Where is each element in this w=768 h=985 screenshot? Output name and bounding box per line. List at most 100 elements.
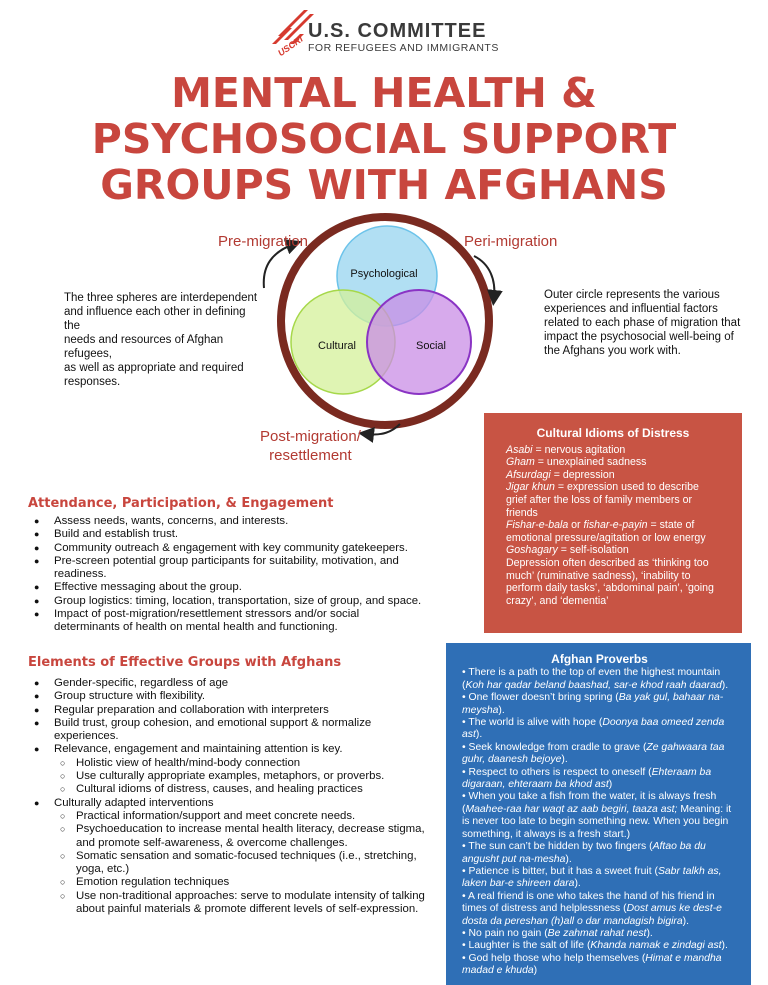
sub-list-item: Practical information/support and meet c… <box>54 810 428 824</box>
proverb-text: The world is alive with hope ( <box>468 717 603 729</box>
sub-list-item: Use non-traditional approaches: serve to… <box>54 890 428 917</box>
proverb-entry: • God help those who help themselves (Hi… <box>462 952 722 977</box>
sub-list-item: Cultural idioms of distress, causes, and… <box>54 783 428 797</box>
proverb-text: No pain no gain ( <box>468 927 548 939</box>
flag-stripes-icon <box>272 10 314 44</box>
idiom-entry: Fishar-e-bala or fishar-e-payin = state … <box>506 519 720 544</box>
outer-desc-line: experiences and influential factors <box>544 303 718 315</box>
list-item: Gender-specific, regardless of age <box>28 677 428 691</box>
proverb-text: When you take a fish from the water, it … <box>462 791 717 815</box>
proverbs-title: Afghan Proverbs <box>551 652 648 666</box>
peri-migration-arrow-icon <box>473 255 503 306</box>
list-item: Group structure with flexibility. <box>28 690 428 704</box>
proverb-entry: • There is a path to the top of even the… <box>462 667 729 691</box>
idiom-term: Fishar-e-bala <box>506 519 569 532</box>
idiom-entry: Afsurdagi = depression <box>506 469 720 482</box>
proverb-entry: • The sun can’t be hidden by two fingers… <box>462 841 706 865</box>
proverb-entry: • When you take a fish from the water, i… <box>462 791 732 840</box>
proverb-dari: Ba yak gul, bahaar na-meysha <box>462 692 724 716</box>
pre-migration-arrow-icon <box>262 239 302 289</box>
pre-migration-label: Pre-migration <box>218 233 309 250</box>
proverb-close: ) <box>608 779 613 791</box>
list-item: Culturally adapted interventions Practic… <box>28 797 428 917</box>
idiom-connector: or <box>568 519 584 532</box>
proverb-dari: Be zahmat rahat nest <box>547 927 647 939</box>
proverb-entry: • Seek knowledge from cradle to grave (Z… <box>462 741 725 766</box>
page-title: MENTAL HEALTH & PSYCHOSOCIAL SUPPORT GRO… <box>0 70 768 208</box>
list-item: Pre-screen potential group participants … <box>28 555 428 582</box>
idiom-term: Afsurdagi <box>506 468 551 481</box>
list-item: Build trust, group cohesion, and emotion… <box>28 717 428 744</box>
proverb-entry: • Patience is bitter, but it has a sweet… <box>462 865 722 890</box>
idiom-term: Asabi <box>506 443 533 456</box>
adapted-item-label: Culturally adapted interventions <box>54 796 214 809</box>
social-sphere <box>366 289 472 395</box>
proverb-close: ). <box>475 729 483 741</box>
social-label: Social <box>416 340 446 352</box>
proverb-dari: Dost amus ke dest-e dosta da pereshan (h… <box>462 903 722 927</box>
idiom-definition: = unexplained sadness <box>534 456 647 469</box>
depression-note: Depression often described as ‘thinking … <box>506 556 714 607</box>
outer-desc-line: impact the psychosocial well-being of <box>544 331 734 343</box>
title-line-3: GROUPS WITH AFGHANS <box>100 161 668 209</box>
proverb-text: Seek knowledge from cradle to grave ( <box>468 741 647 753</box>
proverb-text: Laughter is the salt of life ( <box>468 940 591 952</box>
proverb-text: Patience is bitter, but it has a sweet f… <box>468 865 658 877</box>
list-item: Effective messaging about the group. <box>28 581 428 595</box>
relevance-item-label: Relevance, engagement and maintaining at… <box>54 743 343 756</box>
spheres-desc-line: as well as appropriate and required <box>64 362 244 374</box>
proverb-dari: Ehteraam ba digaraan, ehteraam ba khod a… <box>462 766 712 791</box>
proverb-close: ). <box>498 704 505 716</box>
list-item: Group logistics: timing, location, trans… <box>28 595 428 609</box>
proverb-entry: • Laughter is the salt of life (Khanda n… <box>462 940 728 952</box>
post-migration-line-1: Post-migration/ <box>260 428 361 445</box>
proverb-close: ). <box>646 927 653 939</box>
attendance-heading: Attendance, Participation, & Engagement <box>28 496 334 511</box>
idiom-entry: Asabi = nervous agitation <box>506 444 720 457</box>
spheres-desc-line: responses. <box>64 376 121 388</box>
proverb-text: A real friend is one who takes the hand … <box>462 890 715 915</box>
proverb-close: ) <box>533 965 538 977</box>
proverb-text: The sun can’t be hidden by two fingers ( <box>468 841 653 853</box>
idiom-definition: = state of emotional pressure/agitation … <box>506 519 706 544</box>
spheres-desc-line: The three spheres are interdependent <box>64 292 258 304</box>
list-item: Community outreach & engagement with key… <box>28 542 428 556</box>
proverb-close: ). <box>561 754 568 766</box>
idiom-term: Gham <box>506 456 535 469</box>
idiom-entry: Jigar khun = expression used to describe… <box>506 481 720 519</box>
proverb-text: One flower doesn’t bring spring ( <box>468 692 619 704</box>
uscri-logo <box>272 10 314 44</box>
idiom-term: Goshagary <box>506 544 558 557</box>
idiom-definition: = expression used to describe grief afte… <box>506 481 699 519</box>
proverb-text: Respect to others is respect to oneself … <box>468 766 652 778</box>
outer-circle-description: Outer circle represents the various expe… <box>544 288 754 358</box>
proverb-entry: • A real friend is one who takes the han… <box>462 890 722 927</box>
adapted-sublist: Practical information/support and meet c… <box>54 810 428 916</box>
cultural-idioms-box: Cultural Idioms of Distress Asabi = nerv… <box>484 413 742 633</box>
outer-desc-line: the Afghans you work with. <box>544 345 681 357</box>
idiom-definition: = self-isolation <box>557 544 629 557</box>
list-item: Regular preparation and collaboration wi… <box>28 704 428 718</box>
proverb-close: ). <box>721 940 728 952</box>
proverb-dari: Ze gahwaara taa guhr, daanesh bejoye <box>462 741 725 766</box>
proverb-dari: Aftao ba du angusht put na-mesha <box>462 841 706 865</box>
outer-migration-ring <box>277 213 493 429</box>
post-migration-line-2: resettlement <box>269 447 352 464</box>
sub-list-item: Somatic sensation and somatic-focused te… <box>54 850 428 877</box>
afghan-proverbs-box: Afghan Proverbs • There is a path to the… <box>446 643 751 985</box>
post-migration-label: Post-migration/ resettlement <box>260 427 361 465</box>
post-migration-arrow-icon <box>358 423 401 443</box>
idiom-entry: Gham = unexplained sadness <box>506 456 720 469</box>
psychological-label: Psychological <box>350 268 417 280</box>
idioms-title: Cultural Idioms of Distress <box>536 426 690 440</box>
list-item: Build and establish trust. <box>28 528 428 542</box>
idiom-definition: = nervous agitation <box>532 443 626 456</box>
logo-org-name: U.S. COMMITTEE <box>308 20 487 42</box>
proverb-dari: Koh har qadar beland baashad, sar-e khod… <box>465 679 722 691</box>
proverb-dari: Khanda namak e zindagi ast <box>590 940 722 952</box>
proverb-close: ). <box>682 915 690 927</box>
proverb-entry: • No pain no gain (Be zahmat rahat nest)… <box>462 927 653 939</box>
list-item: Assess needs, wants, concerns, and inter… <box>28 515 428 529</box>
proverb-entry: • One flower doesn’t bring spring (Ba ya… <box>462 692 724 716</box>
